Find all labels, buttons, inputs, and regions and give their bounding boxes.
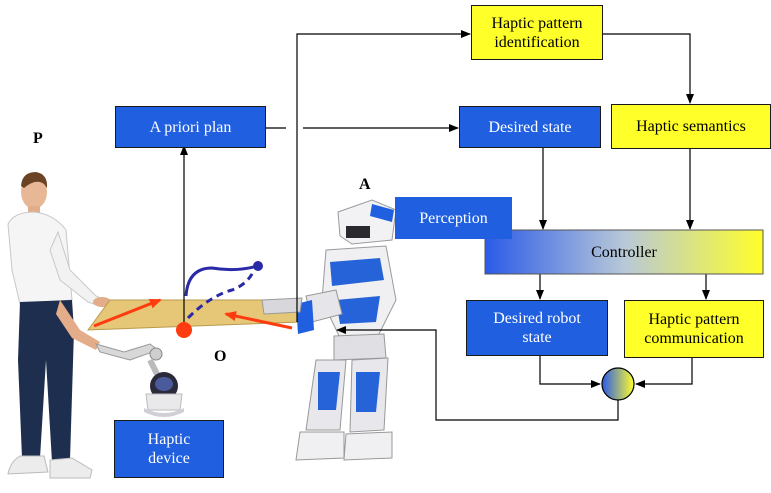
controller-label: Controller: [591, 243, 657, 261]
perception-box: Perception: [395, 197, 512, 239]
robot-force-arrow: [224, 311, 293, 330]
apriori-plan-box: A priori plan: [115, 106, 266, 148]
hp-identification-line2: identification: [494, 33, 580, 51]
haptic-device-line1: Haptic: [147, 431, 191, 448]
human-force-arrow: [93, 298, 162, 328]
apriori-plan-label: A priori plan: [149, 118, 232, 136]
robot-figure: [261, 199, 397, 461]
desired-robot-line2: state: [522, 329, 552, 346]
haptic-device-box: Haptic device: [114, 420, 224, 478]
object-label: O: [214, 348, 227, 365]
controller-bar: [484, 229, 764, 275]
hp-communication-line1: Haptic pattern: [648, 311, 740, 328]
robot-label: A: [359, 176, 371, 193]
haptic-pattern-communication-box: Haptic pattern communication: [624, 300, 764, 358]
haptic-semantics-box: Haptic semantics: [611, 104, 771, 149]
desired-state-box: Desired state: [459, 106, 601, 148]
desired-robot-state-box: Desired robot state: [466, 300, 608, 356]
desired-state-label: Desired state: [488, 118, 572, 136]
desired-robot-line1: Desired robot: [493, 310, 581, 327]
hp-communication-line2: communication: [644, 330, 744, 347]
haptic-pattern-identification-box: Haptic pattern identification: [471, 5, 603, 60]
trajectory: [184, 261, 263, 320]
hp-identification-line1: Haptic pattern: [491, 14, 583, 32]
haptic-device-figure: [95, 343, 184, 417]
haptic-semantics-label: Haptic semantics: [636, 118, 746, 135]
summation-junction: [601, 367, 635, 401]
person-label: P: [33, 130, 43, 147]
connectors: [180, 30, 710, 421]
object-point: [176, 322, 192, 338]
haptic-device-line2: device: [148, 450, 190, 467]
perception-label: Perception: [419, 209, 488, 227]
controller-label-box: Controller: [485, 230, 763, 274]
human-figure: [7, 172, 111, 479]
